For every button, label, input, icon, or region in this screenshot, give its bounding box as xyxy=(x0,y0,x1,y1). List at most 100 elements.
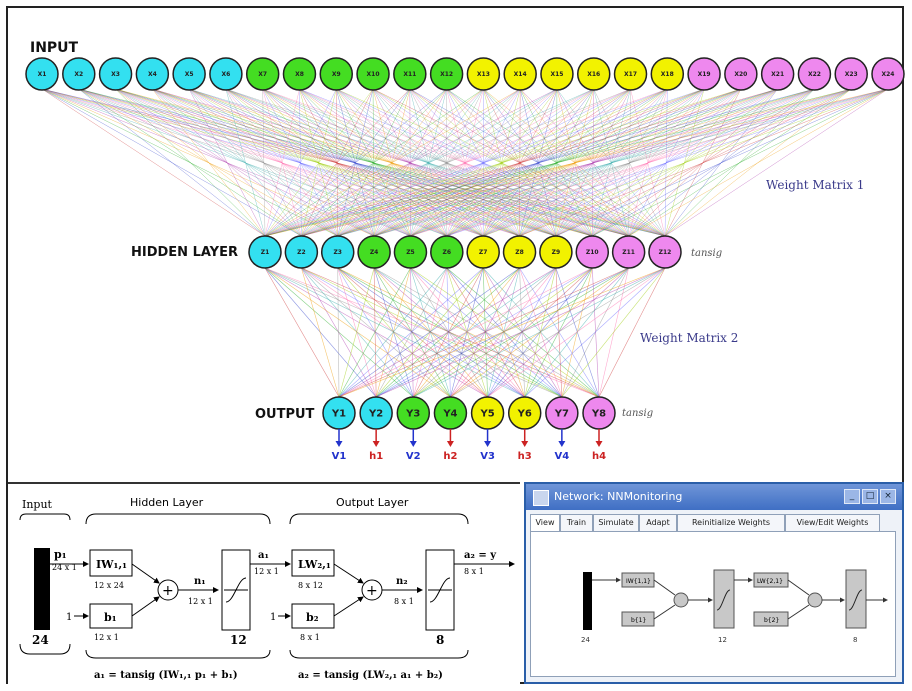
weight-2-edge xyxy=(338,267,448,398)
b1-box xyxy=(89,603,133,629)
input-layer-label: INPUT xyxy=(30,40,79,56)
tab-train[interactable]: Train xyxy=(560,514,593,532)
p1-dim: 24 x 1 xyxy=(52,563,77,572)
weight-2-edge xyxy=(487,267,666,398)
bias-1-input: 1 xyxy=(66,612,72,623)
weight-2-edge xyxy=(482,267,600,398)
weight-2-edge xyxy=(482,267,563,398)
weight-1-edge xyxy=(264,88,778,237)
weight-1-edge xyxy=(264,88,594,237)
hidden-node-z5 xyxy=(393,235,428,269)
iw-dim: 12 x 24 xyxy=(94,581,124,590)
weight-2-edge xyxy=(519,267,600,398)
nn-b2-label: b{2} xyxy=(764,617,779,624)
iw-weight-box xyxy=(89,549,133,577)
weight-2-edge xyxy=(446,267,525,398)
output-layer-label: OUTPUT xyxy=(255,407,315,422)
input-node-label: X10 xyxy=(367,71,380,78)
weight-2-edge xyxy=(555,267,563,398)
weight-2-edge xyxy=(376,267,666,398)
weight-2-edge xyxy=(338,267,520,398)
weight-1-edge xyxy=(264,88,374,237)
output-bottom-bracket xyxy=(289,649,469,659)
weight-1-edge xyxy=(337,88,889,237)
tab-adapt[interactable]: Adapt xyxy=(639,514,677,532)
output-activation-label: tansig xyxy=(622,408,653,419)
weight-1-edge xyxy=(264,88,411,237)
network-view-panel: 24 IW{1,1} b{1} 12 LW{2,1} b{2} 8 xyxy=(530,531,896,677)
weight-1-edge xyxy=(628,88,889,237)
weight-1-edge xyxy=(225,88,266,237)
weight-2-edge xyxy=(373,267,488,398)
a2-label: a₂ = y xyxy=(464,550,497,561)
output-target-label: h2 xyxy=(443,451,457,462)
weight-matrix-1-connections xyxy=(41,88,889,237)
output-arrow-head xyxy=(595,441,603,447)
minimize-icon[interactable]: _ xyxy=(844,489,860,504)
a1-dim: 12 x 1 xyxy=(254,567,279,576)
weight-2-edge xyxy=(301,267,414,398)
weight-1-edge xyxy=(374,88,889,237)
weight-2-edge xyxy=(337,267,451,398)
hidden-node-label: Z5 xyxy=(406,249,415,256)
schematic-input-title: Input xyxy=(22,498,53,511)
hidden-bottom-bracket xyxy=(85,649,271,659)
weight-1-edge xyxy=(152,88,266,237)
weight-1-edge xyxy=(264,88,705,237)
n1-dim: 12 x 1 xyxy=(188,597,213,606)
nn-sum-2 xyxy=(807,592,823,608)
window-title-bar[interactable]: Network: NNMonitoring _ □ × xyxy=(526,484,902,510)
weight-2-edge xyxy=(338,267,629,398)
weight-2-edge xyxy=(410,267,525,398)
output-node-label: Y8 xyxy=(591,409,606,420)
network-app-icon xyxy=(533,490,549,506)
weight-2-edge xyxy=(446,267,600,398)
input-node-x10 xyxy=(356,57,390,91)
input-node-x21 xyxy=(760,57,795,91)
weight-1-edge xyxy=(115,88,266,237)
tab-reinitialize-weights[interactable]: Reinitialize Weights xyxy=(677,514,785,532)
weight-2-edge xyxy=(519,267,526,398)
weight-2-edge xyxy=(337,267,377,398)
output-target-label: V2 xyxy=(406,451,421,462)
weight-1-edge xyxy=(592,88,889,237)
hidden-node-label: Z7 xyxy=(479,249,488,256)
matlab-network-schematic: Input Hidden Layer Output Layer 24 p₁ 24… xyxy=(8,482,520,684)
weight-2-edge xyxy=(482,267,525,398)
input-node-label: X20 xyxy=(734,71,747,78)
weight-1-edge xyxy=(264,88,741,237)
weight-1-edge xyxy=(264,88,484,237)
weight-2-edge xyxy=(524,267,666,398)
input-node-x14 xyxy=(503,57,537,91)
weight-2-edge xyxy=(337,267,488,398)
hidden-node-label: Z2 xyxy=(297,249,306,256)
sum-2-plus: + xyxy=(366,583,378,599)
hidden-node-z10 xyxy=(575,235,610,269)
weight-2-edge xyxy=(338,267,557,398)
hidden-node-label: Z11 xyxy=(622,249,635,256)
weight-1-edge xyxy=(264,88,337,237)
input-node-x15 xyxy=(540,57,574,91)
input-vector-bar xyxy=(34,548,50,630)
weight-1-edge xyxy=(264,88,668,237)
maximize-icon[interactable]: □ xyxy=(862,489,878,504)
output-equation: a₂ = tansig (LW₂,₁ a₁ + b₂) xyxy=(298,670,443,681)
output-node-label: Y7 xyxy=(554,409,569,420)
input-node-label: X15 xyxy=(550,71,563,78)
tab-simulate[interactable]: Simulate xyxy=(593,514,639,532)
tab-view[interactable]: View xyxy=(530,514,560,532)
tab-view-edit-weights[interactable]: View/Edit Weights xyxy=(785,514,880,532)
lw-dim: 8 x 12 xyxy=(298,581,323,590)
weight-2-edge xyxy=(591,267,600,398)
input-node-x20 xyxy=(724,57,758,91)
weight-matrix-1-label: Weight Matrix 1 xyxy=(766,178,864,192)
weight-2-edge xyxy=(410,267,451,398)
nn-lw-label: LW{2,1} xyxy=(757,578,783,585)
input-bracket xyxy=(19,513,71,521)
close-icon[interactable]: × xyxy=(880,489,896,504)
weight-1-edge xyxy=(264,88,852,237)
weight-1-edge xyxy=(264,88,558,237)
input-node-label: X24 xyxy=(882,71,895,78)
output-node-label: Y6 xyxy=(517,409,532,420)
weight-2-edge xyxy=(555,267,600,398)
